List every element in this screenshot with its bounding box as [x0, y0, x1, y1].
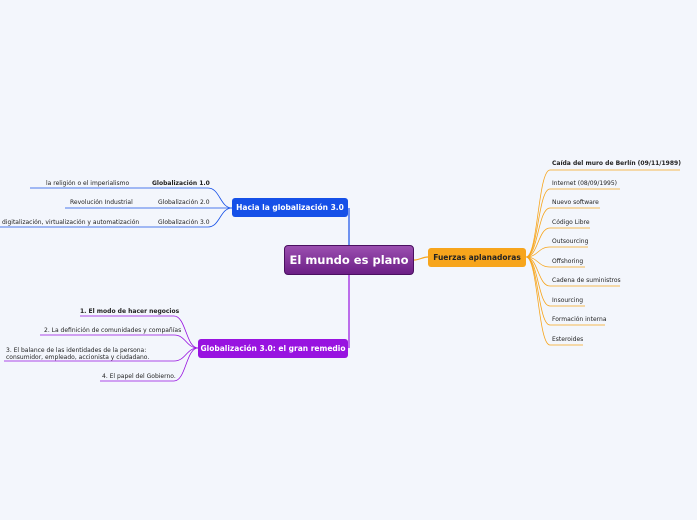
- subtopic-right-4[interactable]: Código Libre: [552, 219, 590, 226]
- topic-label: Hacia la globalización 3.0: [236, 203, 344, 212]
- link-right-5: [525, 246, 588, 258]
- link-right-4: [525, 227, 590, 258]
- topic-label: Globalización 3.0: el gran remedio: [200, 344, 346, 353]
- topic-hacia-globalizacion[interactable]: Hacia la globalización 3.0: [232, 198, 348, 217]
- subtopic-right-6[interactable]: Offshoring: [552, 258, 584, 265]
- link-right-2: [525, 188, 620, 258]
- subtopic-right-8[interactable]: Insourcing: [552, 297, 584, 304]
- subtopic-bottom-2[interactable]: 2. La definición de comunidades y compañ…: [44, 327, 182, 334]
- detail-top-1[interactable]: la religión o el imperialismo: [46, 180, 130, 187]
- subtopic-right-1[interactable]: Caída del muro de Berlín (09/11/1989): [552, 160, 681, 167]
- detail-top-3[interactable]: digitalización, virtualización y automat…: [2, 219, 140, 226]
- link-bottom-2: [40, 334, 199, 349]
- link-top-3: [150, 207, 233, 228]
- subtopic-right-10[interactable]: Esteroides: [552, 336, 584, 343]
- link-bottom-3: [4, 347, 199, 362]
- link-right-6: [525, 256, 585, 268]
- topic-label: Fuerzas aplanadoras: [433, 253, 521, 262]
- link-top-1: [150, 187, 233, 209]
- link-right-8: [525, 256, 585, 307]
- subtopic-right-9[interactable]: Formación interna: [552, 316, 607, 323]
- subtopic-right-5[interactable]: Outsourcing: [552, 238, 589, 245]
- topic-fuerzas-aplanadoras[interactable]: Fuerzas aplanadoras: [428, 248, 526, 267]
- subtopic-right-3[interactable]: Nuevo software: [552, 199, 599, 206]
- subtopic-top-2[interactable]: Globalización 2.0: [158, 199, 210, 206]
- subtopic-bottom-4[interactable]: 4. El papel del Gobierno.: [102, 373, 176, 380]
- subtopic-bottom-3[interactable]: 3. El balance de las identidades de la p…: [6, 347, 150, 361]
- link-bottom-1: [80, 315, 199, 349]
- subtopic-bottom-1[interactable]: 1. El modo de hacer negocios: [80, 308, 180, 315]
- central-topic-label: El mundo es plano: [289, 253, 409, 267]
- subtopic-right-2[interactable]: Internet (08/09/1995): [552, 180, 617, 187]
- central-topic[interactable]: El mundo es plano: [284, 245, 414, 275]
- link-bottom-4: [100, 347, 199, 382]
- subtopic-top-3[interactable]: Globalización 3.0: [158, 219, 210, 226]
- subtopic-top-1[interactable]: Globalización 1.0: [152, 180, 210, 187]
- topic-gran-remedio[interactable]: Globalización 3.0: el gran remedio: [198, 339, 348, 358]
- link-right-3: [525, 207, 600, 258]
- link-central-right: [413, 256, 429, 261]
- detail-top-2[interactable]: Revolución Industrial: [70, 199, 133, 206]
- subtopic-right-7[interactable]: Cadena de suministros: [552, 277, 621, 284]
